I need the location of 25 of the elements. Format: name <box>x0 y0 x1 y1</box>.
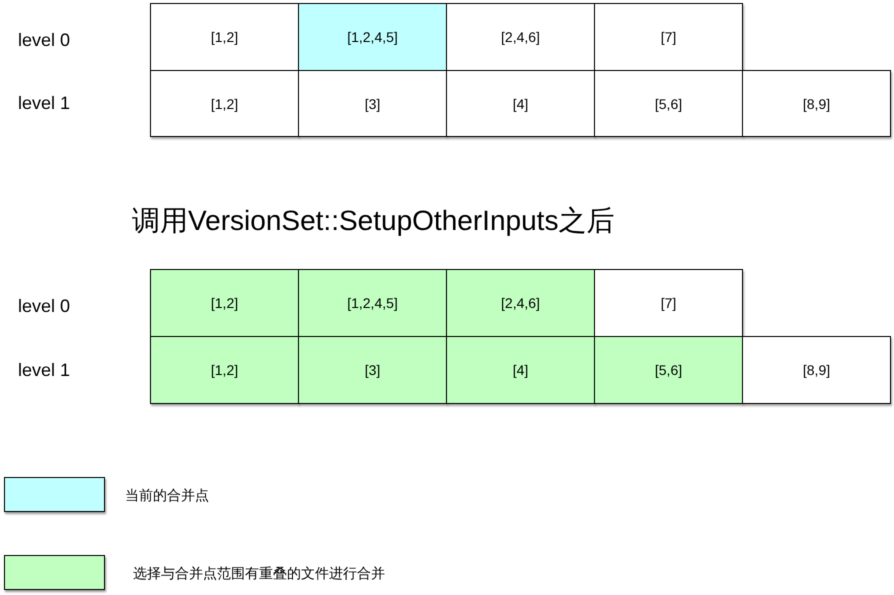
table-cell: [1,2] <box>150 70 299 137</box>
row-label: level 0 <box>18 30 70 51</box>
table-cell: [8,9] <box>742 70 891 137</box>
table-cell: [1,2] <box>150 336 299 404</box>
table-cell: [2,4,6] <box>446 269 595 337</box>
row-label: level 0 <box>18 296 70 317</box>
table-cell: [2,4,6] <box>446 3 595 71</box>
table-cell: [5,6] <box>594 70 743 137</box>
table-cell: [4] <box>446 70 595 137</box>
table-cell: [5,6] <box>594 336 743 404</box>
table-cell: [3] <box>298 70 447 137</box>
legend-text: 当前的合并点 <box>125 487 209 505</box>
table-cell: [3] <box>298 336 447 404</box>
row-label: level 1 <box>18 360 70 381</box>
table-cell: [1,2] <box>150 3 299 71</box>
table-cell: [1,2,4,5] <box>298 269 447 337</box>
table-cell: [1,2,4,5] <box>298 3 447 71</box>
table-cell: [8,9] <box>742 336 891 404</box>
heading: 调用VersionSet::SetupOtherInputs之后 <box>132 204 614 238</box>
legend-text: 选择与合并点范围有重叠的文件进行合并 <box>133 565 385 583</box>
table-cell: [4] <box>446 336 595 404</box>
table-cell: [7] <box>594 269 743 337</box>
row-label: level 1 <box>18 93 70 114</box>
table-cell: [7] <box>594 3 743 71</box>
table-cell: [1,2] <box>150 269 299 337</box>
